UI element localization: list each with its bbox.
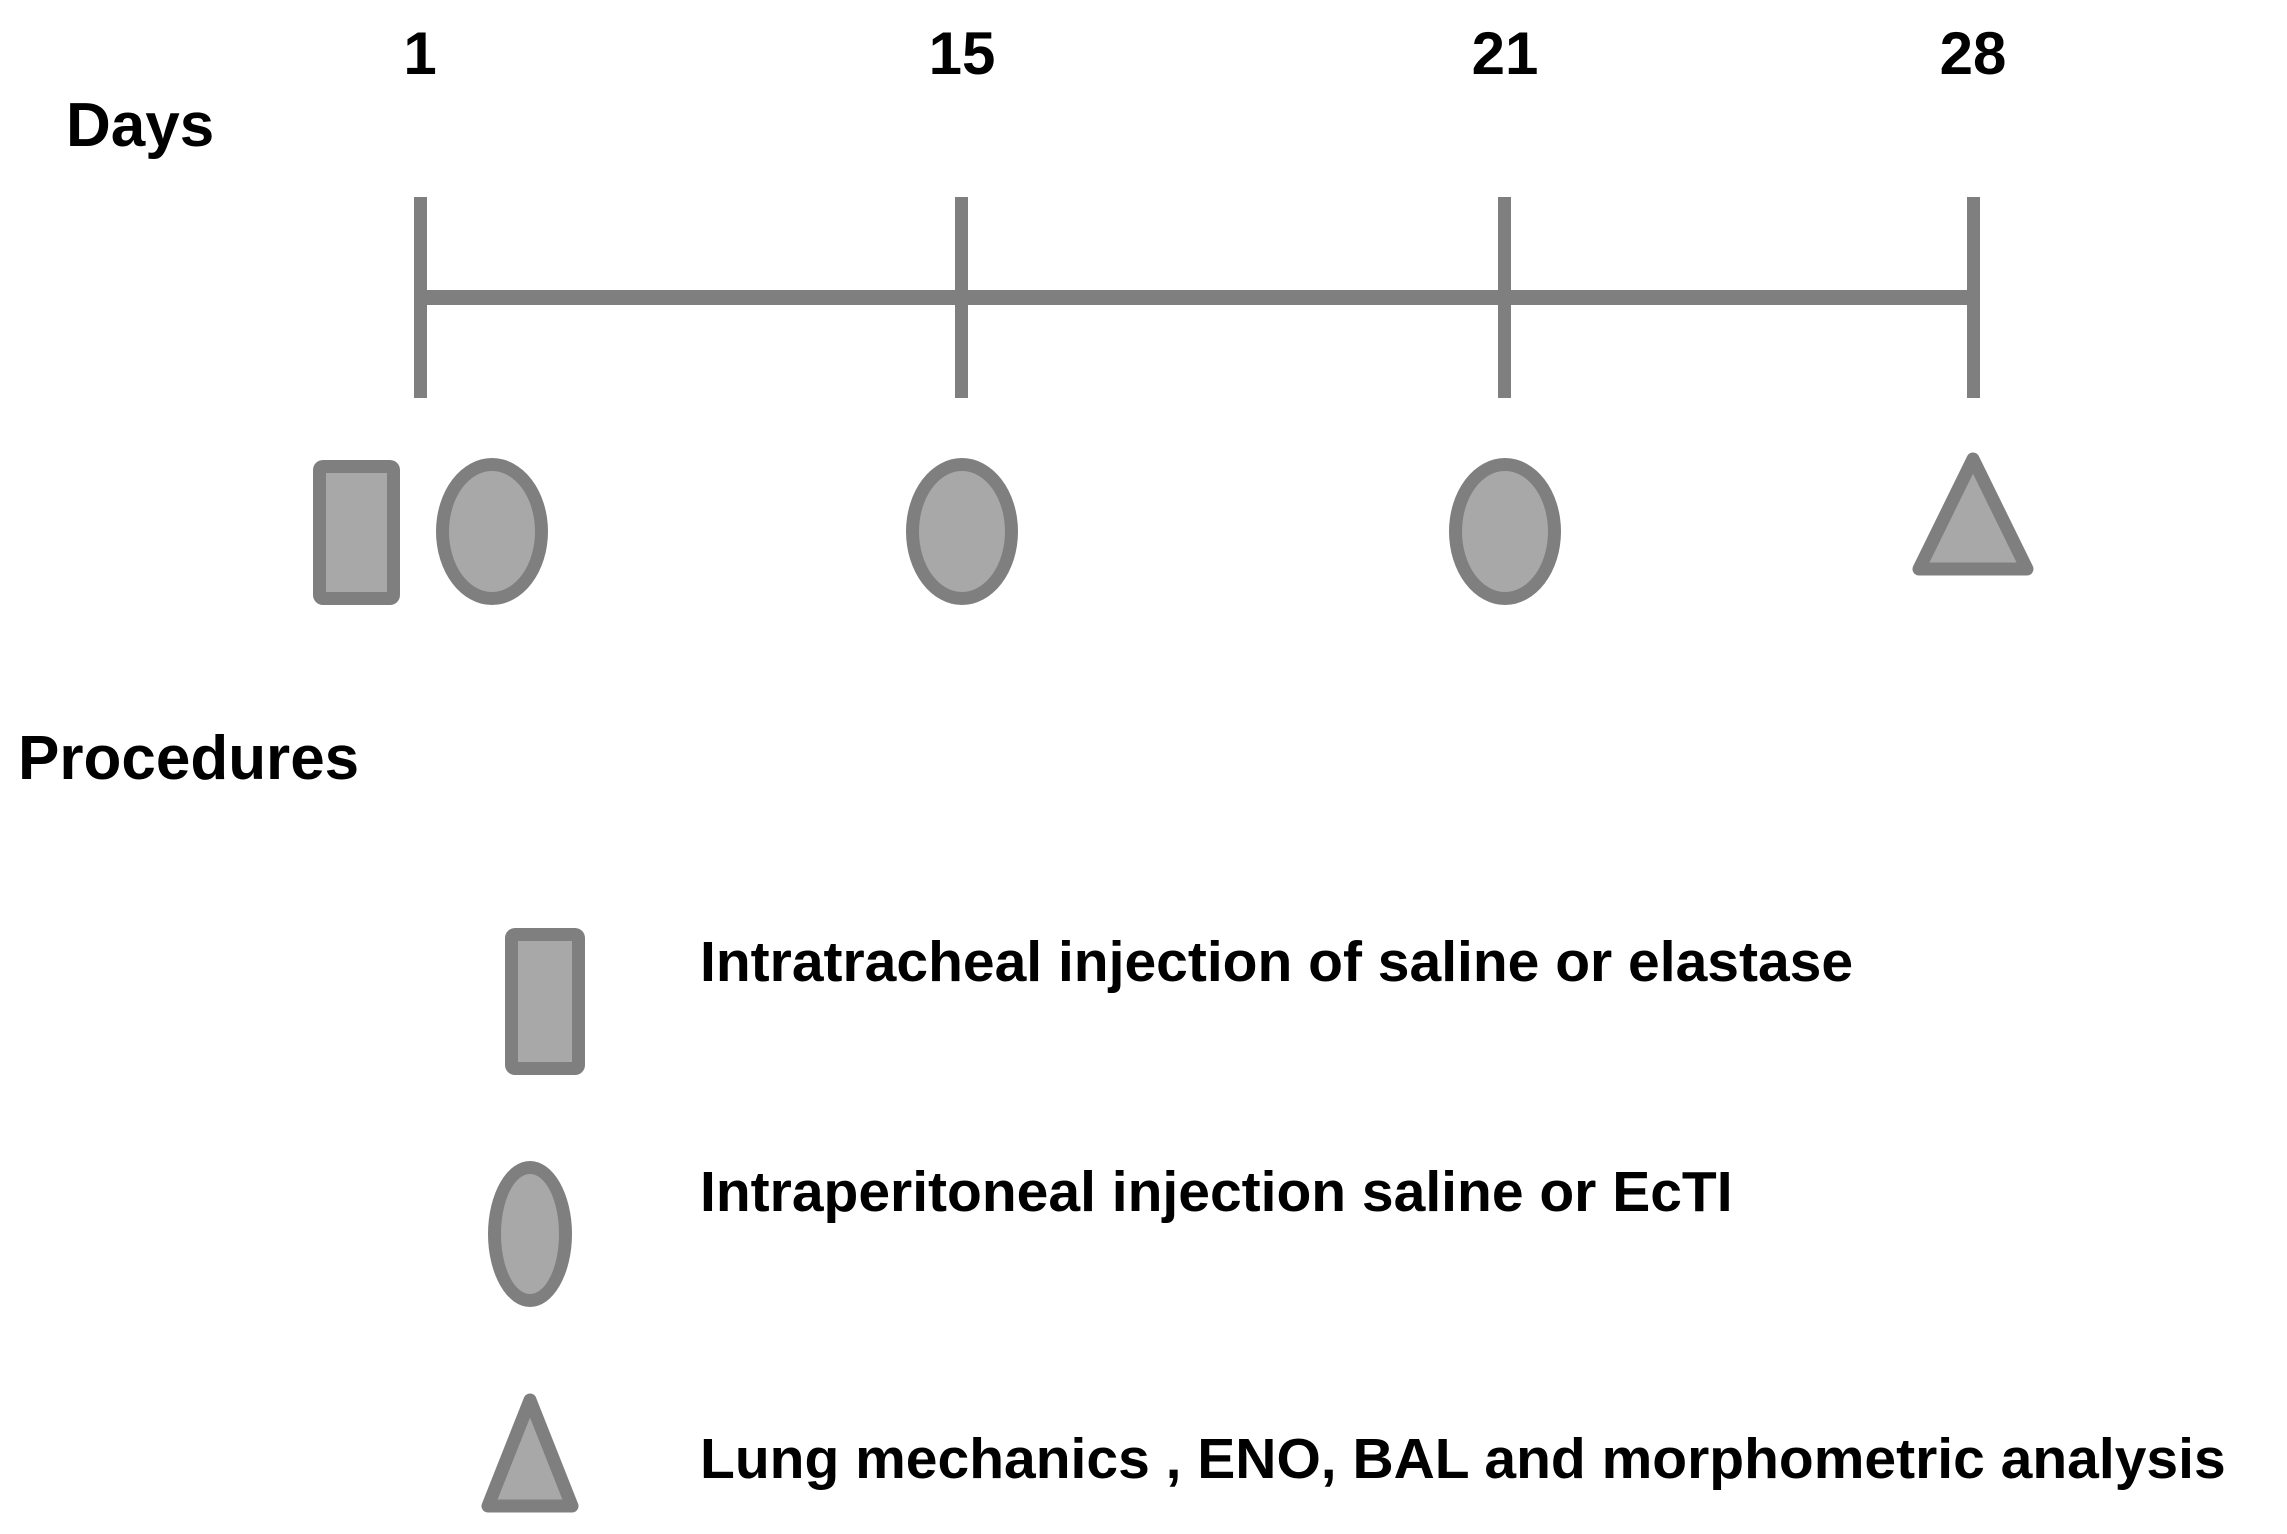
intraperitoneal-injection-marker-day-15	[906, 458, 1018, 605]
timeline-tick-day-28	[1967, 197, 1980, 398]
days-axis-label: Days	[66, 91, 215, 160]
legend-label-intratracheal: Intratracheal injection of saline or ela…	[700, 930, 1854, 994]
triangle-legend-icon	[481, 1393, 579, 1513]
legend-label-analysis: Lung mechanics , ENO, BAL and morphometr…	[700, 1427, 2226, 1491]
intratracheal-injection-marker-day-1	[313, 460, 400, 605]
day-label-21: 21	[1471, 20, 1539, 87]
day-label-1: 1	[403, 20, 437, 87]
procedures-section-label: Procedures	[18, 724, 360, 793]
timeline-axis-line	[414, 290, 1980, 305]
intraperitoneal-injection-marker-day-21	[1449, 458, 1561, 605]
intraperitoneal-injection-marker-day-1	[436, 458, 548, 605]
day-label-15: 15	[928, 20, 996, 87]
timeline-tick-day-15	[955, 197, 968, 398]
ellipse-legend-icon	[488, 1161, 572, 1307]
analysis-marker-day-28	[1912, 452, 2034, 576]
rectangle-legend-icon	[505, 928, 585, 1075]
legend-label-intraperitoneal: Intraperitoneal injection saline or EcTI	[700, 1160, 1733, 1224]
day-label-28: 28	[1939, 20, 2007, 87]
timeline-tick-day-21	[1498, 197, 1511, 398]
timeline-tick-day-1	[414, 197, 427, 398]
